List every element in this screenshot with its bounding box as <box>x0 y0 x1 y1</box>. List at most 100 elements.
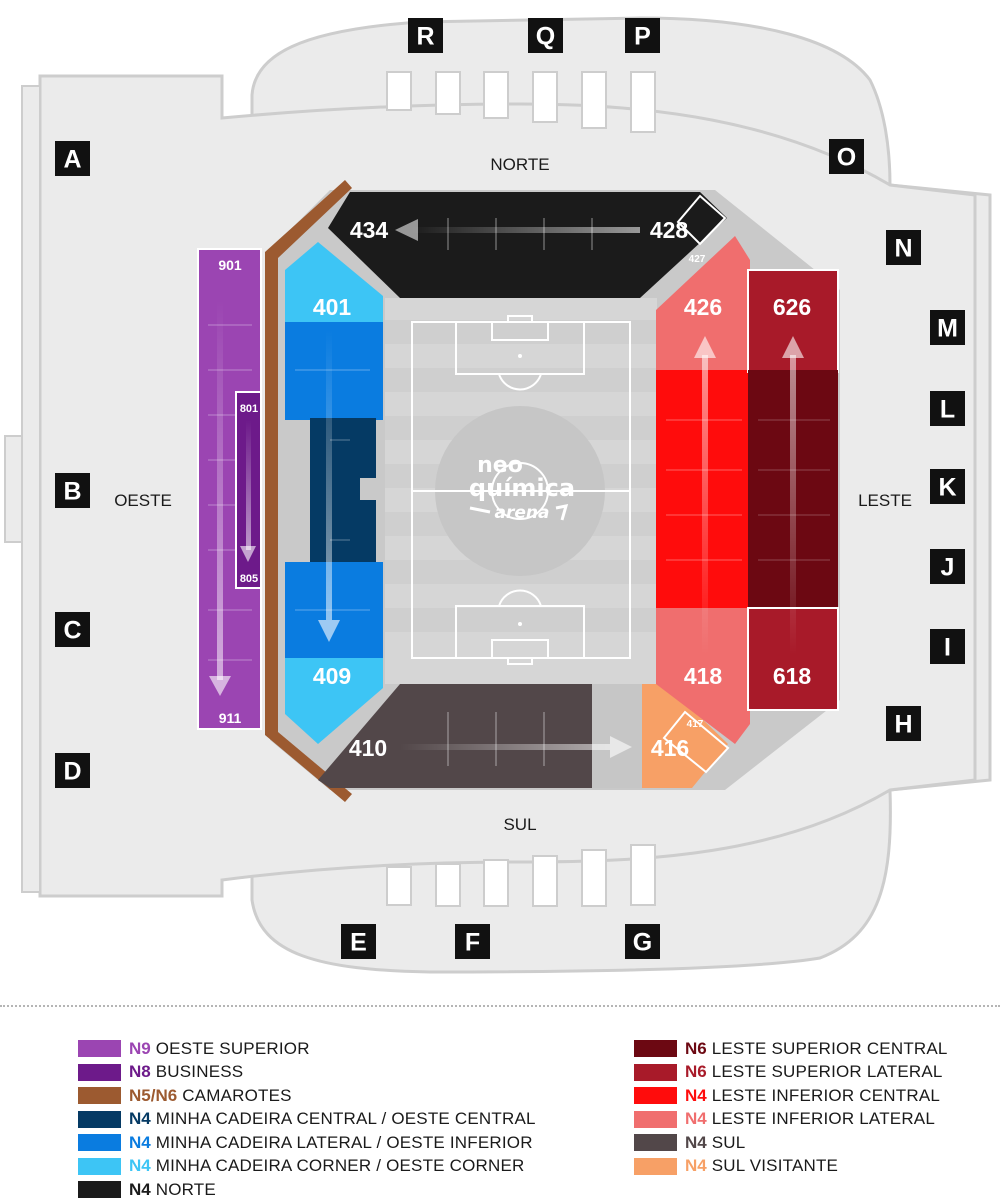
gate-j-marker: J <box>930 549 965 584</box>
section-434: 434 <box>350 217 389 243</box>
legend-code: N4 <box>129 1132 151 1152</box>
legend-name: MINHA CADEIRA CORNER / OESTE CORNER <box>155 1156 525 1176</box>
gate-h-marker: H <box>886 706 921 741</box>
gate-g-marker: G <box>625 924 660 959</box>
legend-name: SUL <box>711 1132 746 1152</box>
legend-name: MINHA CADEIRA LATERAL / OESTE INFERIOR <box>155 1132 533 1152</box>
gate-e-label: E <box>350 929 367 957</box>
legend-swatch <box>634 1087 677 1105</box>
gate-a-label: A <box>63 146 81 174</box>
label-oeste: OESTE <box>114 491 172 510</box>
section-416: 416 <box>651 735 689 761</box>
section-805: 805 <box>240 573 258 585</box>
legend-name: LESTE SUPERIOR LATERAL <box>711 1062 943 1082</box>
legend-code: N6 <box>685 1038 707 1058</box>
section-901: 901 <box>218 257 242 273</box>
sul-gap <box>592 684 642 788</box>
legend-name: LESTE INFERIOR LATERAL <box>711 1109 935 1129</box>
section-409: 409 <box>313 663 351 689</box>
neo-quimica-arena-logo: neo química arena <box>469 453 575 523</box>
legend-divider <box>0 1005 1000 1007</box>
legend-swatch <box>78 1063 121 1081</box>
section-911: 911 <box>219 710 242 726</box>
gate-i-label: I <box>944 634 951 662</box>
gate-a-marker: A <box>55 141 90 176</box>
gate-m-marker: M <box>930 310 965 345</box>
sector-leste-inferior-lateral-north[interactable] <box>656 236 750 372</box>
sector-oeste-corner-north[interactable] <box>285 242 383 326</box>
section-626: 626 <box>773 294 811 320</box>
gate-i-marker: I <box>930 629 965 664</box>
legend-swatch <box>78 1087 121 1105</box>
section-418: 418 <box>684 663 723 689</box>
sector-business[interactable] <box>235 391 262 589</box>
legend-name: CAMAROTES <box>182 1085 292 1105</box>
label-leste: LESTE <box>858 491 912 510</box>
sector-oeste-inferior-north[interactable] <box>285 322 383 420</box>
section-410: 410 <box>349 735 387 761</box>
gate-n-label: N <box>894 235 912 263</box>
legend-name: BUSINESS <box>155 1062 244 1082</box>
sector-sul-visitante[interactable] <box>642 684 730 788</box>
gate-l-marker: L <box>930 391 965 426</box>
section-427: 427 <box>689 254 706 265</box>
legend-name: NORTE <box>155 1179 216 1199</box>
label-norte: NORTE <box>490 155 549 174</box>
oeste-direction-arrow <box>295 330 370 642</box>
gate-o-marker: O <box>829 139 864 174</box>
gates: A B C D E F G H I J K L M N O P Q R <box>55 18 965 959</box>
legend-swatch <box>634 1063 677 1081</box>
section-401: 401 <box>313 294 352 320</box>
gate-k-label: K <box>938 474 956 502</box>
entry-slots-north <box>386 71 656 133</box>
section-417: 417 <box>687 719 704 730</box>
legend-swatch <box>78 1181 121 1199</box>
gate-c-label: C <box>63 617 81 645</box>
sector-leste-inferior-lateral-south[interactable] <box>656 608 750 744</box>
gate-l-label: L <box>940 396 955 424</box>
svg-text:arena: arena <box>495 503 550 523</box>
legend-code: N4 <box>685 1156 707 1176</box>
gate-q-marker: Q <box>528 18 563 53</box>
sector-norte[interactable] <box>328 192 727 298</box>
sector-camarotes[interactable] <box>265 180 352 802</box>
gate-d-label: D <box>63 758 81 786</box>
gate-r-label: R <box>416 23 434 51</box>
legend-name: MINHA CADEIRA CENTRAL / OESTE CENTRAL <box>155 1109 536 1129</box>
legend-code: N4 <box>129 1179 151 1199</box>
legend-code: N4 <box>685 1132 707 1152</box>
legend-swatch <box>78 1040 121 1058</box>
gate-j-label: J <box>941 554 955 582</box>
legend-swatch <box>78 1110 121 1128</box>
svg-text:química: química <box>469 474 575 502</box>
section-428: 428 <box>650 217 689 243</box>
gate-q-label: Q <box>536 23 555 51</box>
section-618: 618 <box>773 663 812 689</box>
gate-f-label: F <box>465 929 480 957</box>
gate-p-marker: P <box>625 18 660 53</box>
legend-swatch <box>634 1157 677 1175</box>
legend-swatch <box>78 1134 121 1152</box>
legend-code: N4 <box>685 1109 707 1129</box>
gate-n-marker: N <box>886 230 921 265</box>
legend-name: OESTE SUPERIOR <box>155 1038 310 1058</box>
gate-b-marker: B <box>55 473 90 508</box>
sector-oeste-corner-south[interactable] <box>285 658 383 744</box>
sector-oeste-inferior-south[interactable] <box>285 562 383 660</box>
gate-m-label: M <box>937 315 958 343</box>
sector-sul[interactable] <box>318 684 592 788</box>
gate-h-label: H <box>894 711 912 739</box>
svg-text:neo: neo <box>477 453 523 478</box>
legend-swatch <box>634 1110 677 1128</box>
legend-name: LESTE INFERIOR CENTRAL <box>711 1085 941 1105</box>
legend-swatch <box>634 1134 677 1152</box>
